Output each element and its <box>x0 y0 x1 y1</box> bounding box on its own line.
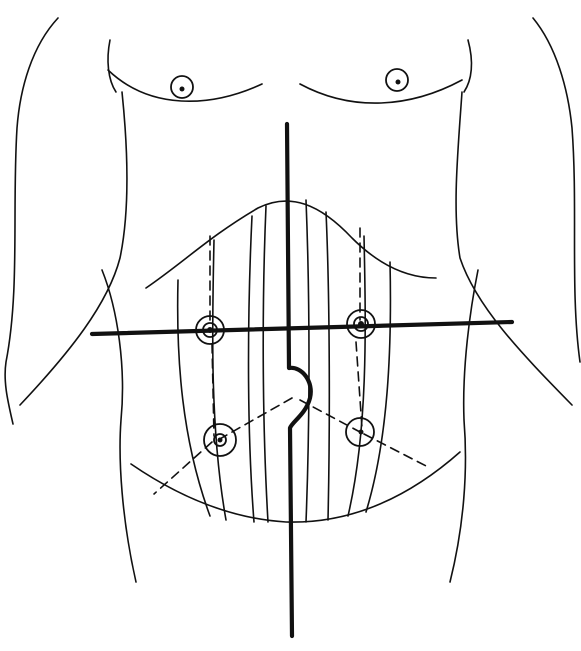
dash-right-port-to-hip <box>364 434 430 468</box>
left-nipple <box>171 76 193 98</box>
rectus-line-2 <box>213 240 226 520</box>
rectus-line-8 <box>366 262 390 512</box>
lower-abdomen-curve <box>131 452 460 522</box>
left-inner-arm <box>20 92 127 405</box>
right-shoulder-top <box>464 40 471 92</box>
right-nipple <box>386 69 408 91</box>
left-pectoral-line <box>108 70 262 101</box>
rectus-line-1 <box>178 280 210 516</box>
rectus-line-3 <box>249 216 255 522</box>
horizontal-axis <box>92 322 512 334</box>
right-pectoral-line <box>300 80 462 103</box>
rectus-line-6 <box>326 212 329 520</box>
right-waist <box>450 270 478 582</box>
left-shoulder-arm-outer <box>5 18 58 424</box>
dash-right-lower <box>356 342 362 428</box>
chest <box>108 69 462 103</box>
rectus-line-5 <box>306 200 309 522</box>
left-shoulder-top <box>108 40 116 92</box>
dash-umbilicus-to-left-port <box>218 398 292 440</box>
abdominal-panel <box>131 200 460 522</box>
rectus-line-4 <box>263 206 268 522</box>
costal-margin <box>146 201 436 288</box>
right-shoulder-arm-outer <box>533 18 580 362</box>
lower-left-port <box>204 424 236 456</box>
rectus-line-7 <box>348 236 365 516</box>
dash-left-port-to-hip <box>154 442 212 494</box>
reference-axes <box>92 124 512 636</box>
left-waist <box>102 270 136 582</box>
right-inner-arm <box>456 92 572 405</box>
